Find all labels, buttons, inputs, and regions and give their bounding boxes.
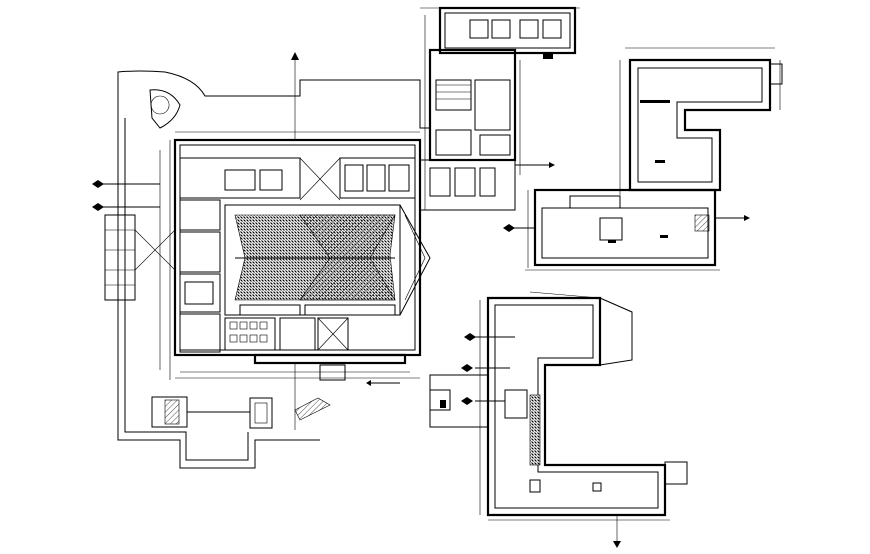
- section-marker-lower-1: [464, 333, 515, 341]
- section-marker-west-1: [92, 180, 160, 188]
- lower-plan-outline: [486, 296, 667, 517]
- section-marker-right-west: [503, 224, 535, 232]
- section-marker-upper-wing: [515, 162, 555, 168]
- L-plan-outline: [628, 58, 772, 192]
- section-marker-south: [366, 380, 400, 386]
- section-marker-west-2: [92, 203, 160, 211]
- section-marker-lower-2: [461, 364, 510, 372]
- section-marker-right-east: [715, 215, 750, 221]
- site-boundary: [117, 70, 430, 469]
- lower-right-plan: [429, 291, 688, 548]
- section-marker-lower-3: [461, 397, 505, 405]
- section-marker-lower-bottom: [613, 541, 621, 548]
- upper-right-wing-plan: [419, 6, 580, 211]
- main-floor-plan: [92, 52, 431, 469]
- north-arrow-marker: [291, 52, 299, 60]
- west-stair-block: [104, 214, 136, 301]
- right-L-plan: [503, 47, 783, 271]
